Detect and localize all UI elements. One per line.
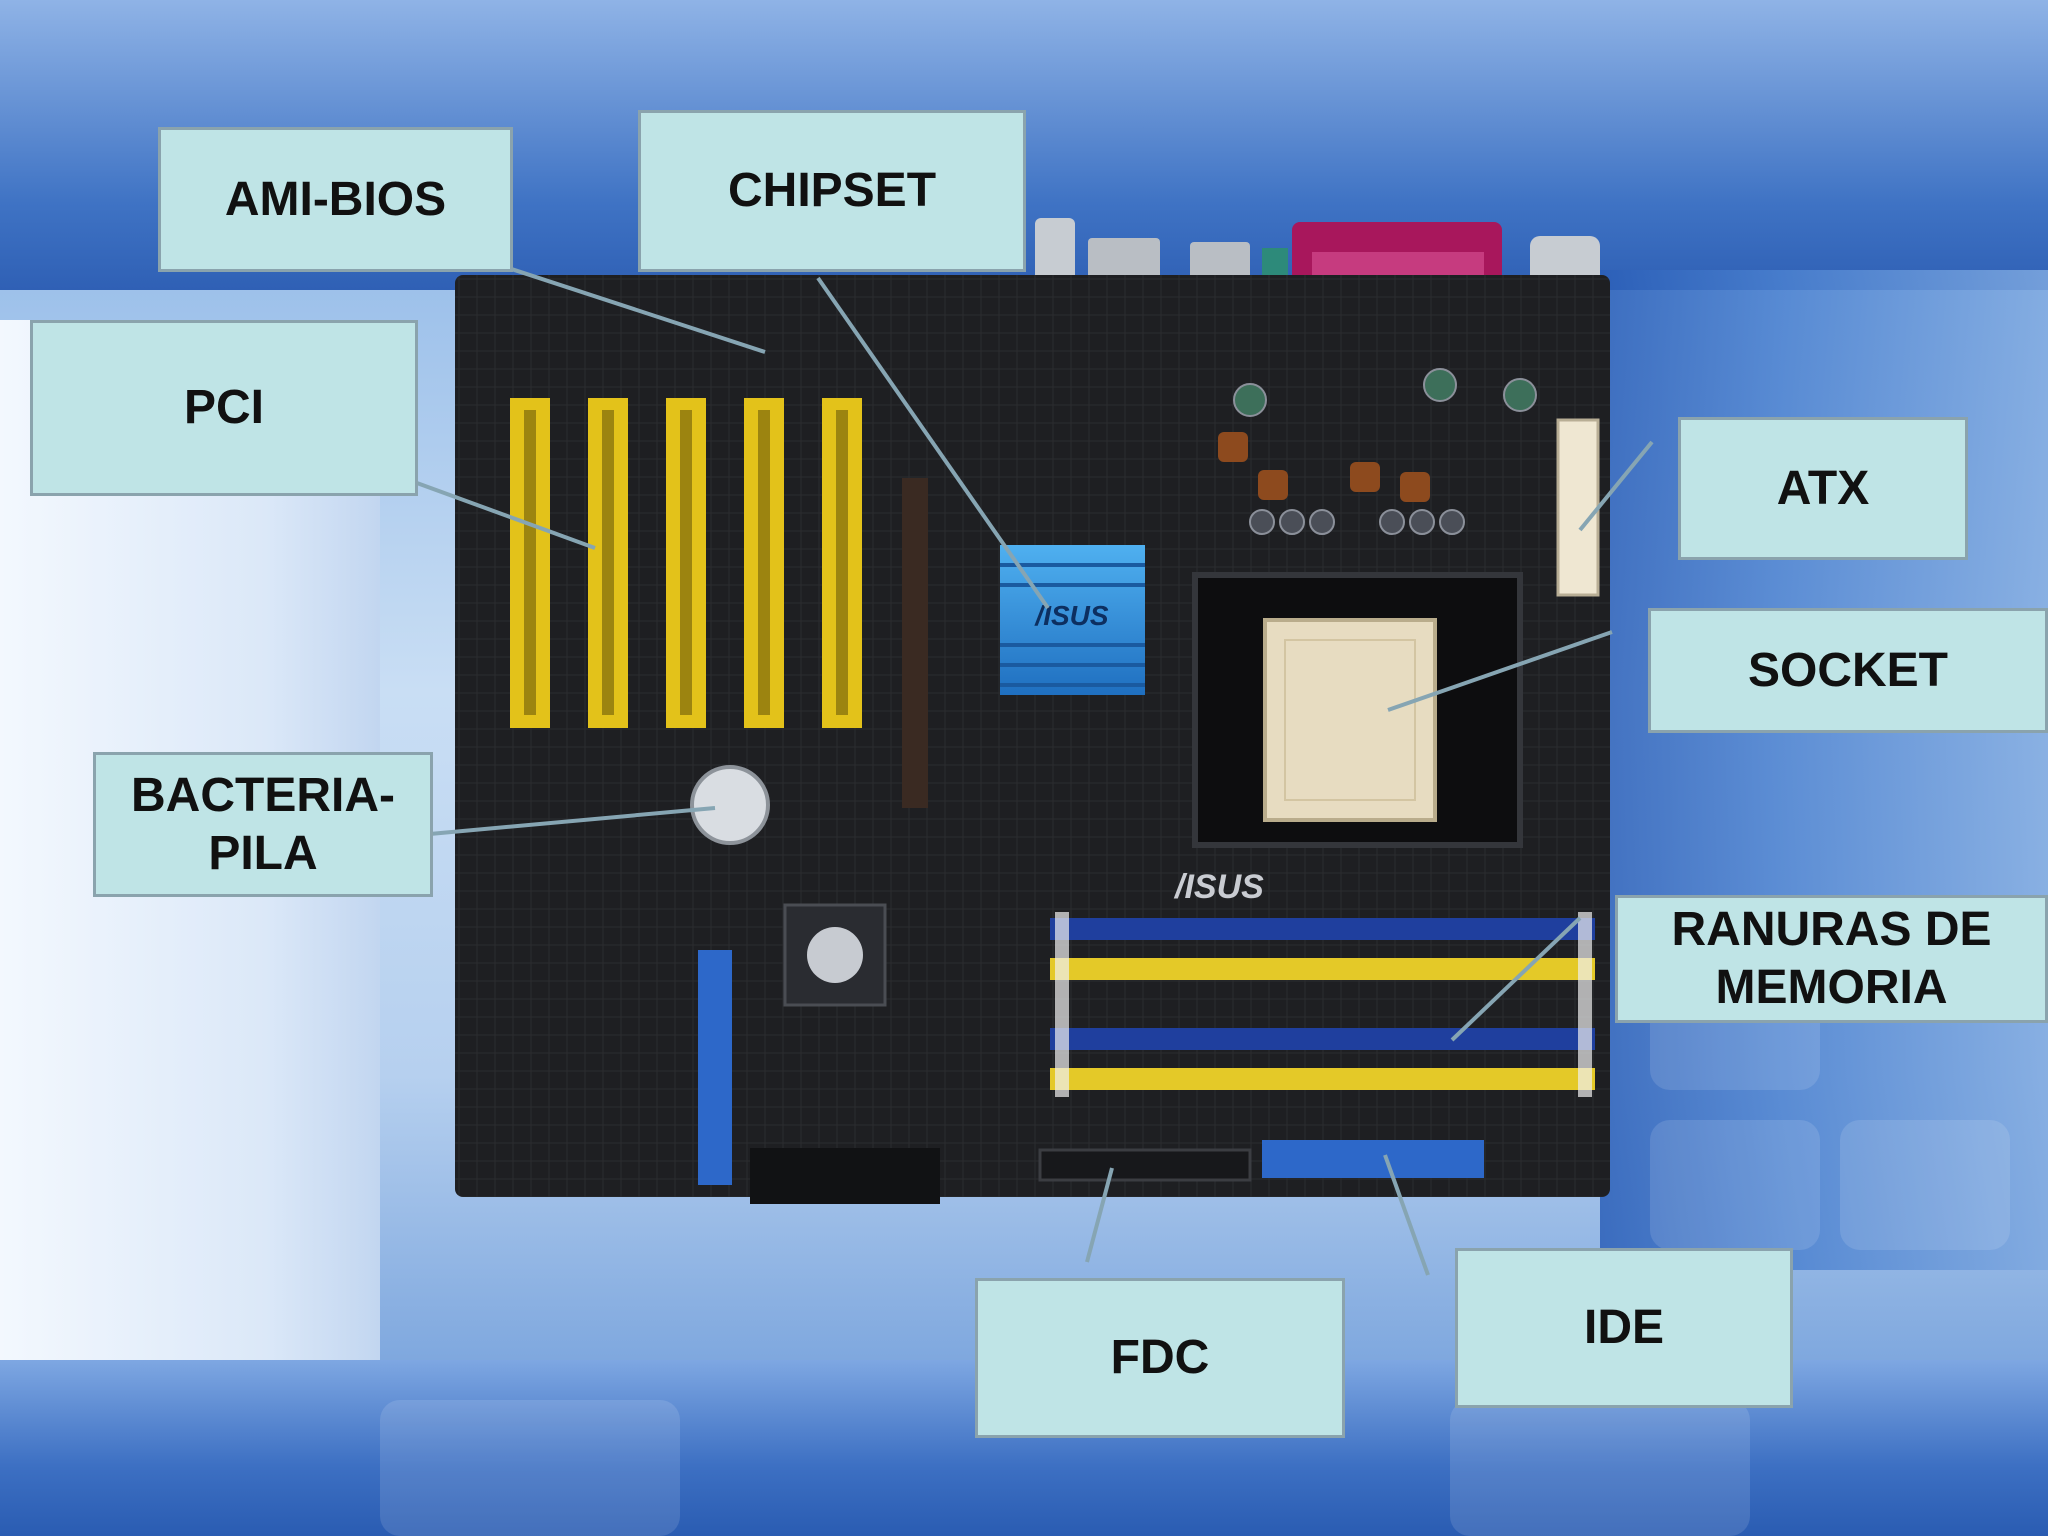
pcie-slot bbox=[902, 478, 928, 808]
background-tile bbox=[1840, 1120, 2010, 1250]
board-brand: /ISUS bbox=[1173, 868, 1264, 906]
atx-power-connector bbox=[1556, 418, 1600, 597]
callout-atx: ATX bbox=[1678, 417, 1968, 560]
fdc-connector bbox=[1038, 1148, 1252, 1182]
callout-ide: IDE bbox=[1455, 1248, 1793, 1408]
cpu-socket bbox=[1263, 618, 1437, 822]
background-tile bbox=[1450, 1400, 1750, 1536]
background-tile bbox=[380, 1400, 680, 1536]
background-left-panel bbox=[0, 320, 380, 1500]
callout-chipset: CHIPSET bbox=[638, 110, 1026, 272]
callout-memory-slots: RANURAS DE MEMORIA bbox=[1615, 895, 2048, 1023]
callout-pci: PCI bbox=[30, 320, 418, 496]
background-tile bbox=[1650, 1120, 1820, 1250]
inductors bbox=[1218, 432, 1430, 502]
callout-fdc: FDC bbox=[975, 1278, 1345, 1438]
callout-ami-bios: AMI-BIOS bbox=[158, 127, 513, 272]
heatsink-brand: /ISUS bbox=[1033, 600, 1108, 631]
bottom-connector bbox=[750, 1148, 940, 1204]
cmos-battery bbox=[690, 765, 770, 845]
callout-socket: SOCKET bbox=[1648, 608, 2048, 733]
ide-connector bbox=[1262, 1140, 1484, 1178]
callout-battery: BACTERIA- PILA bbox=[93, 752, 433, 897]
chipset-heatsink: /ISUS bbox=[1000, 545, 1145, 695]
ide-connector-secondary bbox=[698, 950, 732, 1185]
capacitors bbox=[1233, 368, 1537, 535]
